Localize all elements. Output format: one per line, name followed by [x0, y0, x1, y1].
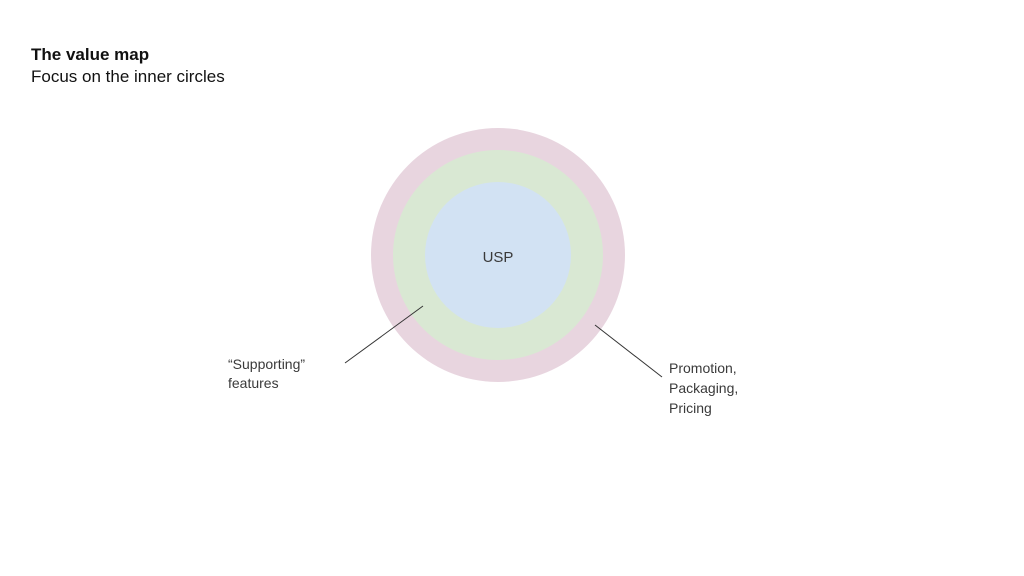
peripheral-label-line-1: Promotion, — [669, 360, 737, 376]
peripheral-label-line-3: Pricing — [669, 400, 712, 416]
promotion-packaging-pricing-label: Promotion, Packaging, Pricing — [669, 360, 742, 416]
inner-circle-usp — [425, 182, 571, 328]
slide-subtitle: Focus on the inner circles — [31, 67, 225, 86]
supporting-features-label: “Supporting” features — [228, 356, 309, 391]
slide-header: The value map Focus on the inner circles — [31, 44, 225, 88]
supporting-label-line-2: features — [228, 375, 279, 391]
supporting-label-line-1: “Supporting” — [228, 356, 305, 372]
peripheral-label-line-2: Packaging, — [669, 380, 738, 396]
supporting-callout-line — [344, 305, 424, 364]
usp-label: USP — [483, 249, 514, 266]
peripheral-callout-line — [594, 324, 663, 378]
slide-title: The value map — [31, 45, 150, 64]
